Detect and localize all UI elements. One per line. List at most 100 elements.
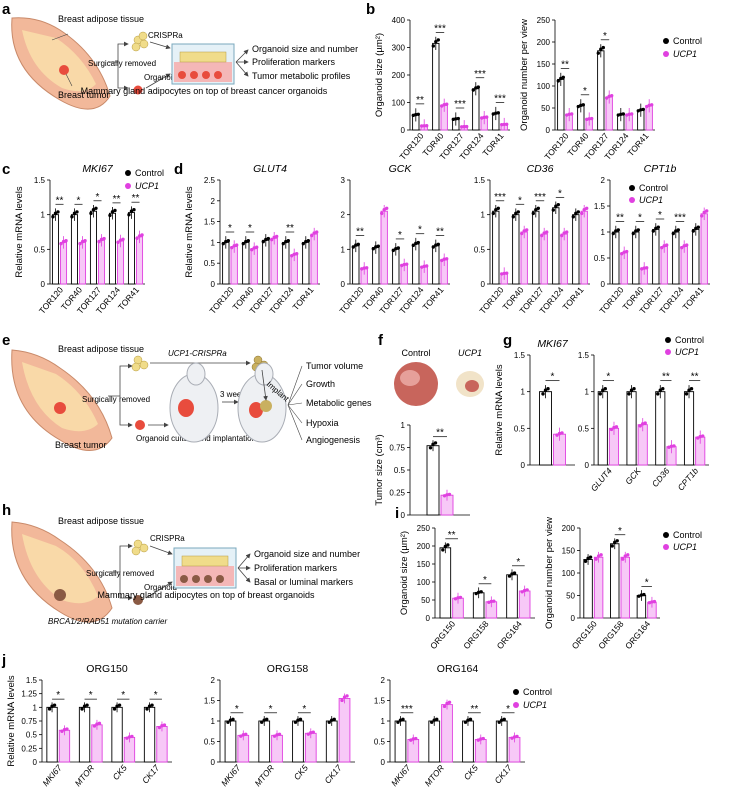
data-point bbox=[642, 592, 646, 597]
y-tick-label: 200 bbox=[392, 71, 406, 80]
data-point bbox=[365, 266, 369, 270]
data-point bbox=[555, 433, 559, 437]
y-tick-label: 0 bbox=[481, 280, 486, 289]
data-point bbox=[244, 732, 248, 736]
legend-control: Control bbox=[639, 183, 668, 193]
data-point bbox=[116, 240, 120, 245]
data-point bbox=[456, 116, 460, 121]
y-tick-label: 1.5 bbox=[204, 218, 216, 227]
data-point bbox=[491, 211, 495, 216]
bar-ucp1 bbox=[380, 210, 388, 285]
sig-label: * bbox=[483, 575, 487, 586]
adipocyte-cluster bbox=[131, 539, 149, 556]
data-point bbox=[458, 595, 463, 600]
data-point bbox=[327, 720, 331, 724]
y-tick-label: 0.5 bbox=[394, 466, 406, 475]
bar-control bbox=[539, 391, 552, 466]
bar-ucp1 bbox=[700, 213, 708, 285]
data-point bbox=[436, 242, 440, 247]
y-tick-label: 0.5 bbox=[578, 424, 590, 433]
y-tick-label: 0 bbox=[401, 126, 406, 135]
data-point bbox=[460, 125, 464, 129]
x-tick-label: TOR120 bbox=[542, 131, 570, 162]
sig-label: *** bbox=[434, 23, 446, 34]
y-tick-label: 1 bbox=[211, 717, 216, 726]
bar-ucp1 bbox=[156, 726, 168, 763]
sig-label: * bbox=[606, 372, 610, 383]
data-point bbox=[545, 230, 549, 234]
chart-title: ORG158 bbox=[267, 663, 309, 675]
y-tick-label: 1 bbox=[33, 703, 38, 712]
data-point bbox=[603, 387, 607, 391]
panel-label-i: i bbox=[395, 505, 399, 522]
bar-ucp1 bbox=[441, 704, 453, 763]
sig-label: * bbox=[154, 690, 158, 701]
chart-d2: 0123GCK**TOR120TOR40*TOR127*TOR124**TOR4… bbox=[337, 163, 450, 316]
data-point bbox=[656, 392, 660, 396]
x-tick-label: CK5 bbox=[462, 763, 480, 782]
data-point bbox=[129, 209, 134, 213]
x-tick-label: CK17 bbox=[492, 763, 514, 786]
data-point bbox=[471, 88, 475, 92]
panel-label-a: a bbox=[2, 1, 11, 18]
sig-label: ** bbox=[436, 226, 444, 237]
bar-control bbox=[597, 50, 605, 131]
sig-label: ** bbox=[616, 213, 624, 224]
y-tick-label: 1 bbox=[41, 211, 46, 220]
bar-ucp1 bbox=[593, 556, 604, 619]
y-tick-label: 1 bbox=[381, 717, 386, 726]
y-tick-label: 2 bbox=[381, 676, 386, 685]
data-point bbox=[625, 249, 629, 254]
data-point bbox=[543, 388, 548, 392]
data-point bbox=[596, 51, 600, 55]
legend-control: Control bbox=[135, 168, 164, 178]
y-tick-label: 200 bbox=[537, 38, 551, 47]
data-point bbox=[652, 599, 657, 604]
data-point bbox=[270, 237, 274, 242]
y-tick-label: 200 bbox=[562, 524, 576, 533]
bar-control bbox=[224, 720, 237, 763]
data-point bbox=[492, 599, 496, 603]
data-point bbox=[446, 543, 450, 547]
data-point bbox=[531, 211, 535, 216]
organoid-dot bbox=[135, 420, 145, 430]
data-point bbox=[642, 266, 646, 270]
y-axis-label: Relative mRNA levels bbox=[494, 364, 505, 456]
panel-label-c: c bbox=[2, 161, 10, 178]
legend-control: Control bbox=[523, 687, 552, 697]
data-point bbox=[272, 734, 277, 738]
data-point bbox=[380, 211, 384, 216]
sig-label: * bbox=[551, 372, 555, 383]
data-point bbox=[609, 427, 614, 432]
data-point bbox=[494, 111, 498, 115]
x-tick-label: TOR120 bbox=[477, 285, 505, 316]
sig-label: ** bbox=[56, 195, 64, 206]
data-point bbox=[396, 720, 400, 724]
data-point bbox=[685, 243, 689, 247]
data-point bbox=[80, 707, 84, 711]
data-point bbox=[520, 590, 524, 594]
y-tick-label: 0.25 bbox=[389, 489, 405, 498]
sig-label: * bbox=[228, 223, 232, 234]
adipose-region bbox=[22, 534, 98, 604]
bar-ucp1 bbox=[98, 239, 106, 285]
data-point bbox=[500, 122, 504, 127]
data-point bbox=[60, 729, 64, 733]
bar-control bbox=[612, 231, 620, 285]
sig-label: ** bbox=[470, 704, 478, 715]
data-point bbox=[130, 734, 134, 739]
y-tick-label: 0.5 bbox=[204, 259, 216, 268]
data-point bbox=[396, 246, 400, 250]
data-point bbox=[405, 262, 409, 266]
data-point bbox=[436, 38, 440, 42]
data-point bbox=[701, 434, 705, 438]
y-tick-label: 0.5 bbox=[374, 738, 386, 747]
y-tick-label: 50 bbox=[566, 592, 575, 601]
organoid-dot bbox=[133, 595, 143, 605]
legend-ucp1: UCP1 bbox=[523, 700, 547, 710]
x-tick-label: ORG150 bbox=[570, 619, 599, 651]
crispra-label: UCP1-CRISPRa bbox=[168, 349, 227, 358]
chart-title: ORG164 bbox=[437, 663, 479, 675]
x-tick-label: CK17 bbox=[140, 763, 162, 786]
